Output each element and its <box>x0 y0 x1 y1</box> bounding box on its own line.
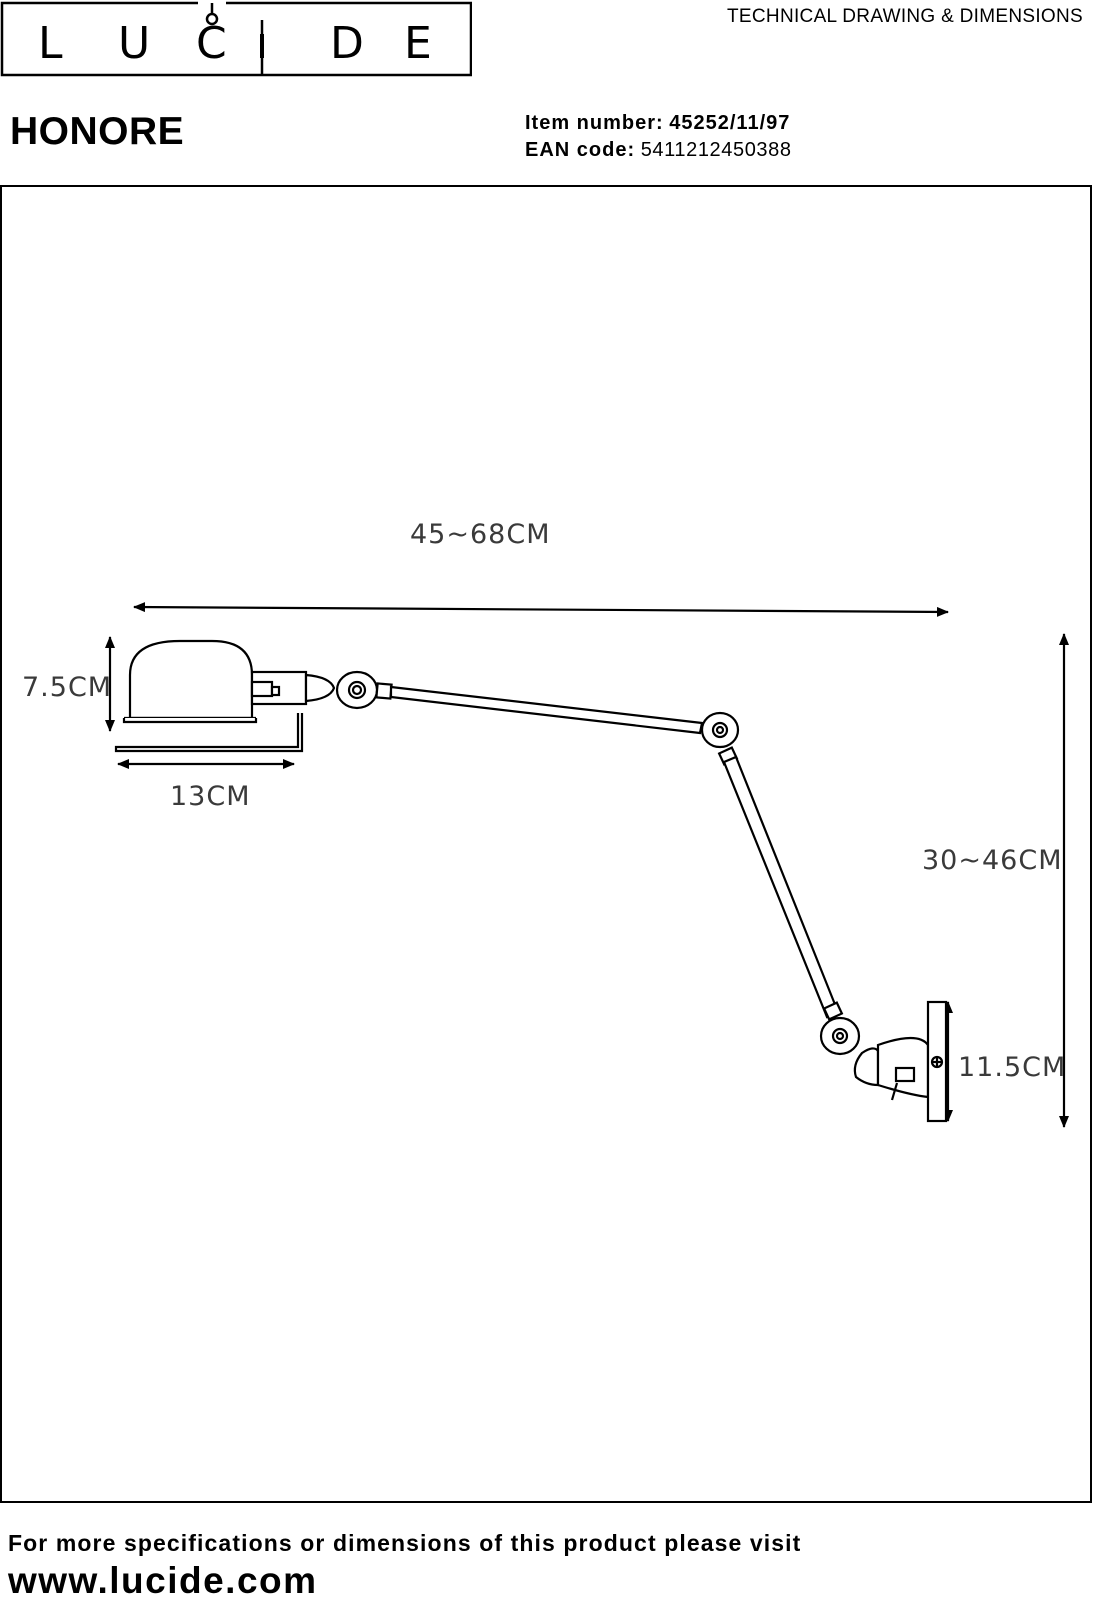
overall-length-dimension-line <box>133 602 949 617</box>
ean-label: EAN code: <box>525 139 636 161</box>
arm-height-label: 30~46CM <box>922 845 1062 876</box>
logo-letter-d: D <box>330 18 364 69</box>
item-number-row: Item number: 45252/11/97 <box>525 110 792 137</box>
technical-drawing: 45~68CM 7.5CM 13CM 30~46CM 11.5CM <box>22 519 1069 1128</box>
overall-length-label: 45~68CM <box>410 519 550 550</box>
logo-letter-e: E <box>404 18 432 69</box>
footer-text: For more specifications or dimensions of… <box>8 1530 802 1556</box>
logo-letter-u: U <box>118 18 150 69</box>
logo-letter-l: L <box>38 18 63 69</box>
base-height-label: 11.5CM <box>958 1052 1066 1083</box>
lamp-illustration <box>114 639 948 1123</box>
ean-value: 5411212450388 <box>640 139 792 161</box>
drawing-frame <box>0 185 1092 1503</box>
document-type-label: TECHNICAL DRAWING & DIMENSIONS <box>727 6 1083 27</box>
shade-width-label: 13CM <box>170 781 251 812</box>
lucide-logo: L U C D E <box>0 1 472 77</box>
logo-letter-c: C <box>196 18 227 69</box>
item-number-value: 45252/11/97 <box>669 112 791 134</box>
product-identifiers: Item number: 45252/11/97 EAN code: 54112… <box>525 110 792 164</box>
footer-website-link[interactable]: www.lucide.com <box>8 1560 318 1601</box>
ean-row: EAN code: 5411212450388 <box>525 137 792 164</box>
item-number-label: Item number: <box>525 112 664 134</box>
product-name: HONORE <box>10 110 185 153</box>
shade-height-label: 7.5CM <box>22 672 112 703</box>
